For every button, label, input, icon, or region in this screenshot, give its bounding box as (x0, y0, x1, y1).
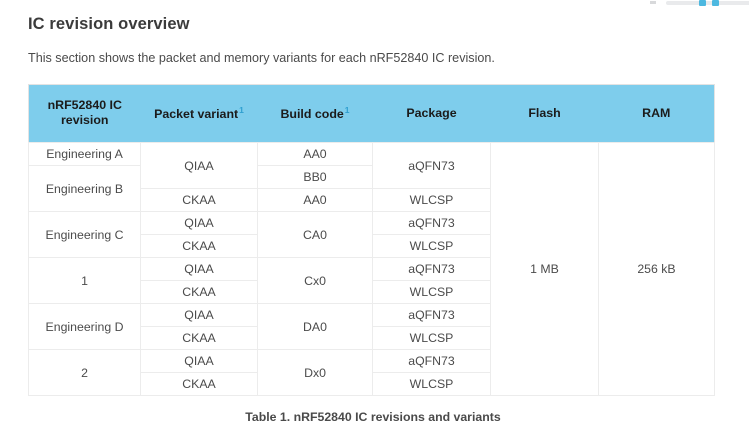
footnote-marker: 1 (239, 105, 244, 116)
toolbar-chip-icon-1 (699, 0, 706, 6)
table-header-cell-1: Packet variant1 (140, 84, 258, 143)
cell-revision: Engineering B (28, 165, 141, 212)
content-area: IC revision overview This section shows … (28, 14, 718, 424)
table-header-label: RAM (642, 105, 671, 120)
cell-build-code: AA0 (257, 142, 373, 166)
table-caption: Table 1. nRF52840 IC revisions and varia… (245, 410, 501, 424)
cell-build-code: Dx0 (257, 349, 373, 396)
cell-ram: 256 kB (598, 142, 715, 396)
table-header-cell-5: RAM (598, 84, 715, 143)
cell-revision: Engineering A (28, 142, 141, 166)
table-row: Engineering B BB0 (28, 165, 715, 212)
section-intro-text: This section shows the packet and memory… (28, 51, 495, 65)
toolbar-bar (666, 1, 749, 5)
table-row: CKAA WLCSP (29, 234, 715, 258)
cell-revision: 2 (28, 349, 141, 396)
cell-package: aQFN73 (372, 257, 491, 281)
cell-packet-variant: QIAA (140, 349, 258, 373)
table-header-label: nRF52840 IC revision (47, 98, 122, 127)
table-header-cell-2: Build code1 (257, 84, 373, 143)
page-title: IC revision overview (28, 15, 190, 33)
cell-packet-variant: QIAA (140, 303, 258, 327)
toolbar-chip-icon-2 (712, 0, 719, 6)
cell-package: WLCSP (372, 326, 491, 350)
cell-build-code: AA0 (257, 188, 373, 212)
cell-package: WLCSP (372, 188, 491, 212)
table-header-cell-3: Package (372, 84, 491, 143)
cell-packet-variant: CKAA (140, 326, 258, 350)
table-header-label: Build code (280, 107, 344, 122)
cell-packet-variant: CKAA (140, 372, 258, 396)
cell-revision: Engineering C (28, 211, 141, 258)
cell-revision: 1 (28, 257, 141, 304)
cell-packet-variant: CKAA (140, 188, 258, 212)
cell-build-code: DA0 (257, 303, 373, 350)
cell-package: WLCSP (372, 372, 491, 396)
table-row: CKAA WLCSP (29, 280, 715, 304)
cell-package: WLCSP (372, 280, 491, 304)
cell-build-code: BB0 (257, 165, 373, 189)
cell-packet-variant: QIAA (140, 257, 258, 281)
cell-package: aQFN73 (372, 211, 491, 235)
cell-package: aQFN73 (372, 303, 491, 327)
cell-revision: Engineering D (28, 303, 141, 350)
cell-build-code: Cx0 (257, 257, 373, 304)
cutoff-toolbar-sliver (648, 0, 749, 7)
table-row: CKAA WLCSP (29, 372, 715, 396)
table-header-label: Package (406, 105, 457, 120)
cell-build-code: CA0 (257, 211, 373, 258)
table-header-label: Flash (528, 105, 561, 120)
toolbar-tick-icon (650, 1, 656, 4)
table-header-label: Packet variant (154, 107, 239, 122)
table-row: CKAA WLCSP (29, 326, 715, 350)
cell-packet-variant: CKAA (140, 234, 258, 258)
cell-package: WLCSP (372, 234, 491, 258)
cell-packet-variant: QIAA (140, 211, 258, 235)
cell-package: aQFN73 (372, 142, 491, 189)
cell-package: aQFN73 (372, 349, 491, 373)
footnote-marker: 1 (344, 105, 350, 116)
cell-flash: 1 MB (490, 142, 599, 396)
cell-packet-variant: CKAA (140, 280, 258, 304)
cell-packet-variant: QIAA (140, 142, 258, 189)
table-header-cell-0: nRF52840 IC revision (28, 84, 141, 143)
table-header-cell-4: Flash (490, 84, 599, 143)
